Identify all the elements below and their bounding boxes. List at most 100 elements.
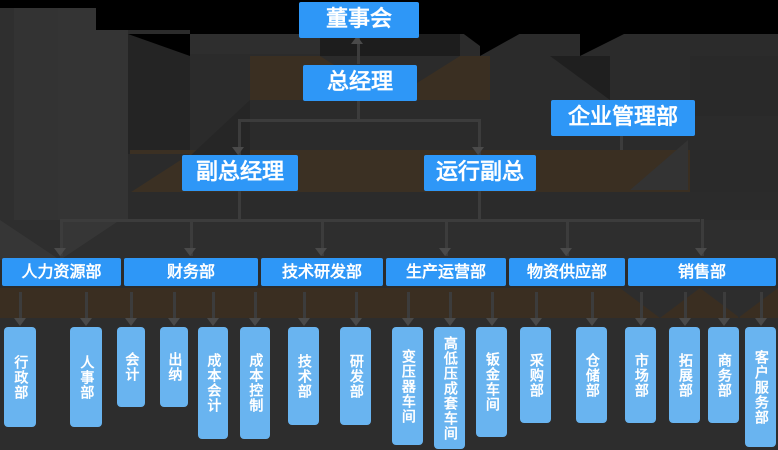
connector-arrow-leaf bbox=[14, 318, 26, 326]
background-wedge-17 bbox=[700, 288, 740, 318]
connector-ops-down bbox=[478, 191, 481, 219]
sub-unit-node[interactable]: 市场部 bbox=[625, 327, 656, 423]
connector-ent-mgmt bbox=[620, 136, 623, 150]
background-mask-1 bbox=[0, 0, 190, 8]
connector-arrow-dept-3 bbox=[315, 248, 327, 256]
background-band-4 bbox=[0, 220, 778, 260]
background-wedge-16 bbox=[660, 288, 700, 318]
department-node[interactable]: 财务部 bbox=[124, 258, 258, 286]
sub-unit-node[interactable]: 成本会计 bbox=[198, 327, 228, 439]
connector-arrow-leaf bbox=[485, 318, 498, 326]
connector-arrow-leaf bbox=[249, 318, 261, 326]
connector-leaf bbox=[639, 292, 643, 321]
connector-leaf bbox=[212, 292, 215, 321]
connector-arrow-leaf bbox=[754, 318, 767, 326]
connector-arrow-leaf bbox=[401, 318, 414, 326]
connector-leaf bbox=[722, 292, 726, 321]
background-wedge-18 bbox=[738, 288, 778, 318]
background-panel-left-1 bbox=[0, 8, 14, 220]
connector-gm-down bbox=[357, 101, 360, 119]
connector-leaf bbox=[85, 292, 88, 321]
connector-arrow-leaf bbox=[80, 318, 92, 326]
connector-leaf bbox=[490, 292, 494, 321]
connector-arrow-dept-1 bbox=[54, 248, 66, 256]
connector-arrow-dept-2 bbox=[184, 248, 196, 256]
node-board[interactable]: 董事会 bbox=[299, 2, 419, 38]
connector-arrow-dgm bbox=[232, 147, 244, 155]
background-panel-right-2 bbox=[690, 56, 778, 116]
sub-unit-node[interactable]: 高低压成套车间 bbox=[434, 327, 465, 449]
background-wedge-10 bbox=[550, 56, 610, 100]
background-panel-left-2 bbox=[14, 8, 58, 220]
connector-arrow-leaf bbox=[125, 318, 137, 326]
sub-unit-node[interactable]: 成本控制 bbox=[240, 327, 270, 439]
background-wedge-13 bbox=[0, 220, 60, 260]
background-panel-right-3 bbox=[690, 150, 778, 192]
background-wedge-2 bbox=[418, 0, 480, 46]
connector-dept-1 bbox=[60, 219, 63, 256]
background-panel-left-3 bbox=[58, 8, 128, 220]
connector-arrow-leaf bbox=[585, 318, 598, 326]
sub-unit-node[interactable]: 出纳 bbox=[160, 327, 188, 407]
connector-gm-bus bbox=[238, 119, 478, 122]
connector-board-to-gm bbox=[357, 38, 360, 64]
sub-unit-node[interactable]: 会计 bbox=[117, 327, 145, 407]
sub-unit-node[interactable]: 钣金车间 bbox=[476, 327, 507, 437]
department-node[interactable]: 销售部 bbox=[628, 258, 776, 286]
connector-arrow-leaf bbox=[297, 318, 310, 326]
connector-dept-6 bbox=[701, 219, 704, 256]
connector-leaf bbox=[19, 292, 22, 321]
connector-dept-3 bbox=[321, 219, 324, 256]
connector-dept-4 bbox=[445, 219, 448, 256]
connector-leaf bbox=[254, 292, 257, 321]
connector-arrow-leaf bbox=[717, 318, 730, 326]
node-enterprise-management[interactable]: 企业管理部 bbox=[551, 100, 695, 136]
connector-dept-2 bbox=[190, 219, 193, 256]
sub-unit-node[interactable]: 研发部 bbox=[340, 327, 371, 425]
connector-arrow-ops bbox=[472, 147, 484, 155]
sub-unit-node[interactable]: 商务部 bbox=[708, 327, 739, 423]
node-operations-vp[interactable]: 运行副总 bbox=[424, 155, 536, 191]
background-wedge-9 bbox=[580, 26, 640, 56]
connector-dgm-down bbox=[238, 191, 241, 219]
connector-leaf bbox=[302, 292, 306, 321]
connector-arrow-leaf bbox=[634, 318, 647, 326]
sub-unit-node[interactable]: 仓储部 bbox=[576, 327, 607, 423]
connector-arrow-leaf bbox=[678, 318, 691, 326]
connector-arrow-leaf bbox=[207, 318, 219, 326]
node-deputy-general-manager[interactable]: 副总经理 bbox=[182, 155, 298, 191]
connector-arrow-leaf bbox=[168, 318, 180, 326]
sub-unit-node[interactable]: 行政部 bbox=[4, 327, 36, 427]
connector-leaf bbox=[534, 292, 538, 321]
sub-unit-node[interactable]: 采购部 bbox=[520, 327, 551, 423]
connector-arrow-dept-5 bbox=[560, 248, 572, 256]
connector-gm-to-dgm bbox=[238, 119, 241, 155]
sub-unit-node[interactable]: 人事部 bbox=[70, 327, 102, 427]
sub-unit-node[interactable]: 拓展部 bbox=[669, 327, 700, 423]
sub-unit-node[interactable]: 变压器车间 bbox=[392, 327, 423, 445]
connector-leaf bbox=[130, 292, 133, 321]
connector-dept-5 bbox=[566, 219, 569, 256]
sub-unit-node[interactable]: 客户服务部 bbox=[745, 327, 776, 447]
background-wedge-14 bbox=[60, 220, 120, 260]
node-general-manager[interactable]: 总经理 bbox=[303, 65, 417, 101]
background-wedge-5 bbox=[128, 154, 190, 194]
connector-leaf bbox=[448, 292, 452, 321]
connector-arrow-leaf bbox=[443, 318, 456, 326]
background-wedge-1 bbox=[190, 0, 252, 34]
connector-leaf bbox=[406, 292, 410, 321]
connector-arrow-board bbox=[351, 36, 363, 44]
connector-leaf bbox=[590, 292, 594, 321]
connector-arrow-dept-4 bbox=[439, 248, 451, 256]
background-panel-mid bbox=[190, 34, 320, 54]
background-wedge-3 bbox=[480, 0, 580, 56]
connector-gm-to-ops bbox=[478, 119, 481, 155]
department-node[interactable]: 生产运营部 bbox=[386, 258, 506, 286]
sub-unit-node[interactable]: 技术部 bbox=[288, 327, 319, 425]
department-node[interactable]: 人力资源部 bbox=[2, 258, 121, 286]
background-wedge-12 bbox=[630, 140, 688, 190]
connector-leaf bbox=[683, 292, 687, 321]
department-node[interactable]: 物资供应部 bbox=[509, 258, 625, 286]
background-mask-5 bbox=[580, 0, 778, 26]
department-node[interactable]: 技术研发部 bbox=[261, 258, 383, 286]
